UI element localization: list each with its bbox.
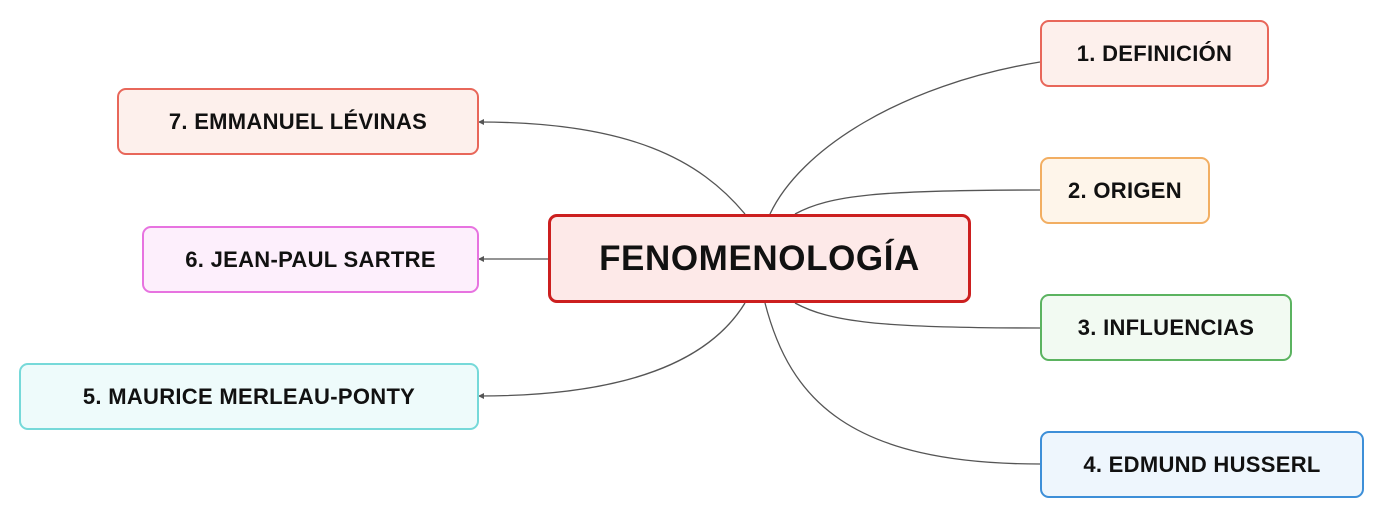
topic-jean-paul-sartre[interactable]: 6. JEAN-PAUL SARTRE	[142, 226, 479, 293]
topic-jean-paul-sartre-label: 6. JEAN-PAUL SARTRE	[185, 246, 436, 272]
connector-influencias	[794, 302, 1041, 329]
topic-emmanuel-levinas-label: 7. EMMANUEL LÉVINAS	[168, 108, 428, 134]
central-topic[interactable]: FENOMENOLOGÍA	[548, 214, 971, 303]
connector-merleau-ponty	[478, 302, 746, 399]
connector-origen	[794, 189, 1041, 215]
central-topic-label: FENOMENOLOGÍA	[599, 238, 920, 278]
topic-edmund-husserl-label: 4. EDMUND HUSSERL	[1083, 451, 1321, 477]
topic-emmanuel-levinas[interactable]: 7. EMMANUEL LÉVINAS	[117, 88, 479, 155]
connector-husserl	[764, 302, 1041, 465]
topic-origen-label: 2. ORIGEN	[1068, 177, 1182, 203]
topic-edmund-husserl[interactable]: 4. EDMUND HUSSERL	[1040, 431, 1364, 498]
connector-definicion	[769, 61, 1041, 215]
topic-maurice-merleau-ponty[interactable]: 5. MAURICE MERLEAU-PONTY	[19, 363, 479, 430]
topic-influencias[interactable]: 3. INFLUENCIAS	[1040, 294, 1292, 361]
topic-definicion[interactable]: 1. DEFINICIÓN	[1040, 20, 1269, 87]
connector-levinas	[478, 119, 746, 215]
topic-origen[interactable]: 2. ORIGEN	[1040, 157, 1210, 224]
topic-influencias-label: 3. INFLUENCIAS	[1077, 314, 1255, 340]
topic-maurice-merleau-ponty-label: 5. MAURICE MERLEAU-PONTY	[82, 383, 416, 409]
topic-definicion-label: 1. DEFINICIÓN	[1076, 40, 1233, 66]
